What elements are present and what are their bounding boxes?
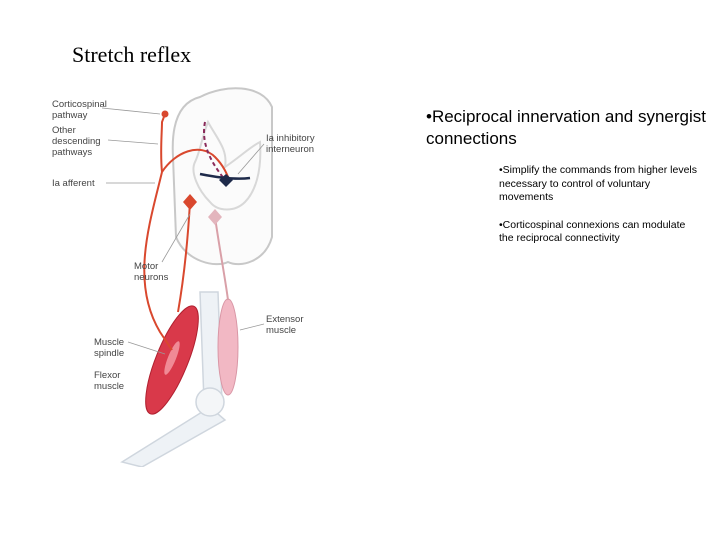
sub-bullet-list: •Simplify the commands from higher level… <box>499 164 699 246</box>
leader-corticospinal <box>102 108 160 114</box>
corticospinal-pathway-line <box>161 114 165 172</box>
sub-bullet-corticospinal: •Corticospinal connexions can modulate t… <box>499 219 699 246</box>
bullet-list: •Reciprocal innervation and synergist co… <box>426 106 706 260</box>
label-ia-afferent: Ia afferent <box>52 178 95 189</box>
leader-extensor <box>240 324 264 330</box>
corticospinal-neuron <box>162 111 169 118</box>
sub-bullet-simplify: •Simplify the commands from higher level… <box>499 164 699 205</box>
main-bullet: •Reciprocal innervation and synergist co… <box>426 106 706 150</box>
elbow-joint <box>196 388 224 416</box>
extensor-muscle-shape <box>218 299 238 395</box>
leader-other-desc <box>108 140 158 144</box>
